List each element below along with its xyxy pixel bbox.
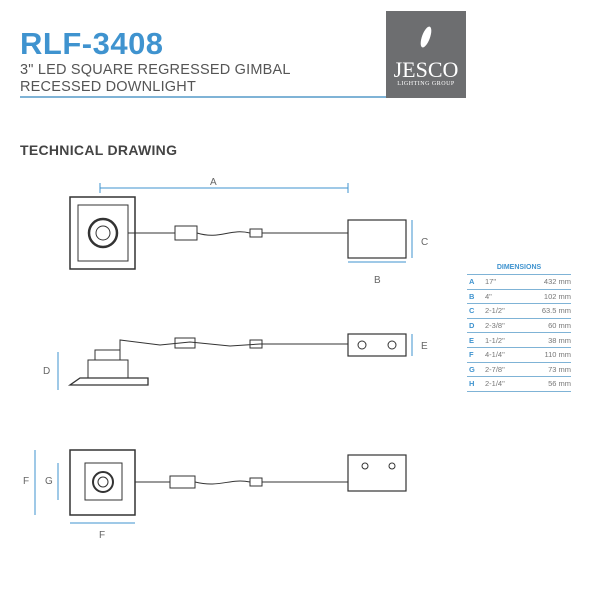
dimension-mm: 102 mm (543, 291, 571, 301)
dimensions-table: DIMENSIONS A 17" 432 mm B 4" 102 mm C 2-1/2" 63.… (467, 264, 571, 392)
dimension-mm: 63.5 mm (541, 306, 571, 316)
dimension-mm: 38 mm (548, 335, 571, 345)
dimension-letter: D (469, 321, 475, 331)
dimension-letter: B (469, 291, 475, 301)
dimension-row: H 2-1/4" 56 mm (467, 376, 571, 392)
dimension-inch: 2-1/2" (485, 306, 505, 316)
dimension-inch: 17" (485, 277, 497, 287)
dimension-inch: 1-1/2" (485, 335, 505, 345)
dimension-row: F 4-1/4" 110 mm (467, 346, 571, 362)
logo-name: JESCO (393, 57, 459, 82)
logo-mark-icon (420, 26, 432, 48)
dimension-mm: 60 mm (548, 321, 571, 331)
dimension-inch: 4-1/4" (485, 350, 505, 360)
dimension-inch: 2-1/4" (485, 379, 505, 389)
dimension-row: C 2-1/2" 63.5 mm (467, 303, 571, 318)
dim-label-f-horizontal: F (99, 530, 105, 541)
dimension-row: B 4" 102 mm (467, 288, 571, 304)
section-title: TECHNICAL DRAWING (20, 142, 178, 158)
dimension-row: D 2-3/8" 60 mm (467, 317, 571, 333)
bottom-view: F G F (23, 449, 407, 541)
product-description-line1: 3" LED SQUARE REGRESSED GIMBAL (20, 62, 291, 78)
dim-label-d: D (43, 366, 50, 377)
logo-tagline: LIGHTING GROUP (397, 81, 455, 87)
dimension-inch: 4" (485, 291, 492, 301)
header-rule (20, 96, 386, 98)
dimensions-title: DIMENSIONS (496, 264, 542, 271)
dimension-mm: 73 mm (548, 364, 571, 374)
top-view: A B C (69, 177, 428, 286)
product-description-line2: RECESSED DOWNLIGHT (20, 79, 197, 95)
dim-label-f-vertical: F (23, 476, 29, 487)
dimension-letter: H (469, 379, 475, 389)
dimension-mm: 56 mm (548, 379, 571, 389)
dimension-letter: E (469, 335, 475, 345)
model-number: RLF-3408 (20, 26, 164, 61)
dimension-row: E 1-1/2" 38 mm (467, 332, 571, 347)
dimension-inch: 2-7/8" (485, 364, 505, 374)
dimension-letter: A (469, 277, 475, 287)
dimension-mm: 110 mm (544, 350, 571, 360)
dim-label-g: G (45, 476, 53, 487)
dimension-letter: F (469, 350, 474, 360)
dimension-inch: 2-3/8" (485, 321, 505, 331)
dimension-mm: 432 mm (543, 277, 571, 287)
jesco-logo: JESCO LIGHTING GROUP (386, 11, 466, 98)
dimension-letter: C (469, 306, 475, 316)
dim-label-e: E (421, 341, 428, 352)
dim-label-c: C (421, 237, 428, 248)
dimension-letter: G (469, 364, 475, 374)
dim-label-a: A (210, 177, 217, 188)
dimension-row: G 2-7/8" 73 mm (467, 361, 571, 377)
dimension-row: A 17" 432 mm (467, 274, 571, 289)
dim-label-b: B (374, 275, 381, 286)
side-view: D E (43, 333, 428, 390)
